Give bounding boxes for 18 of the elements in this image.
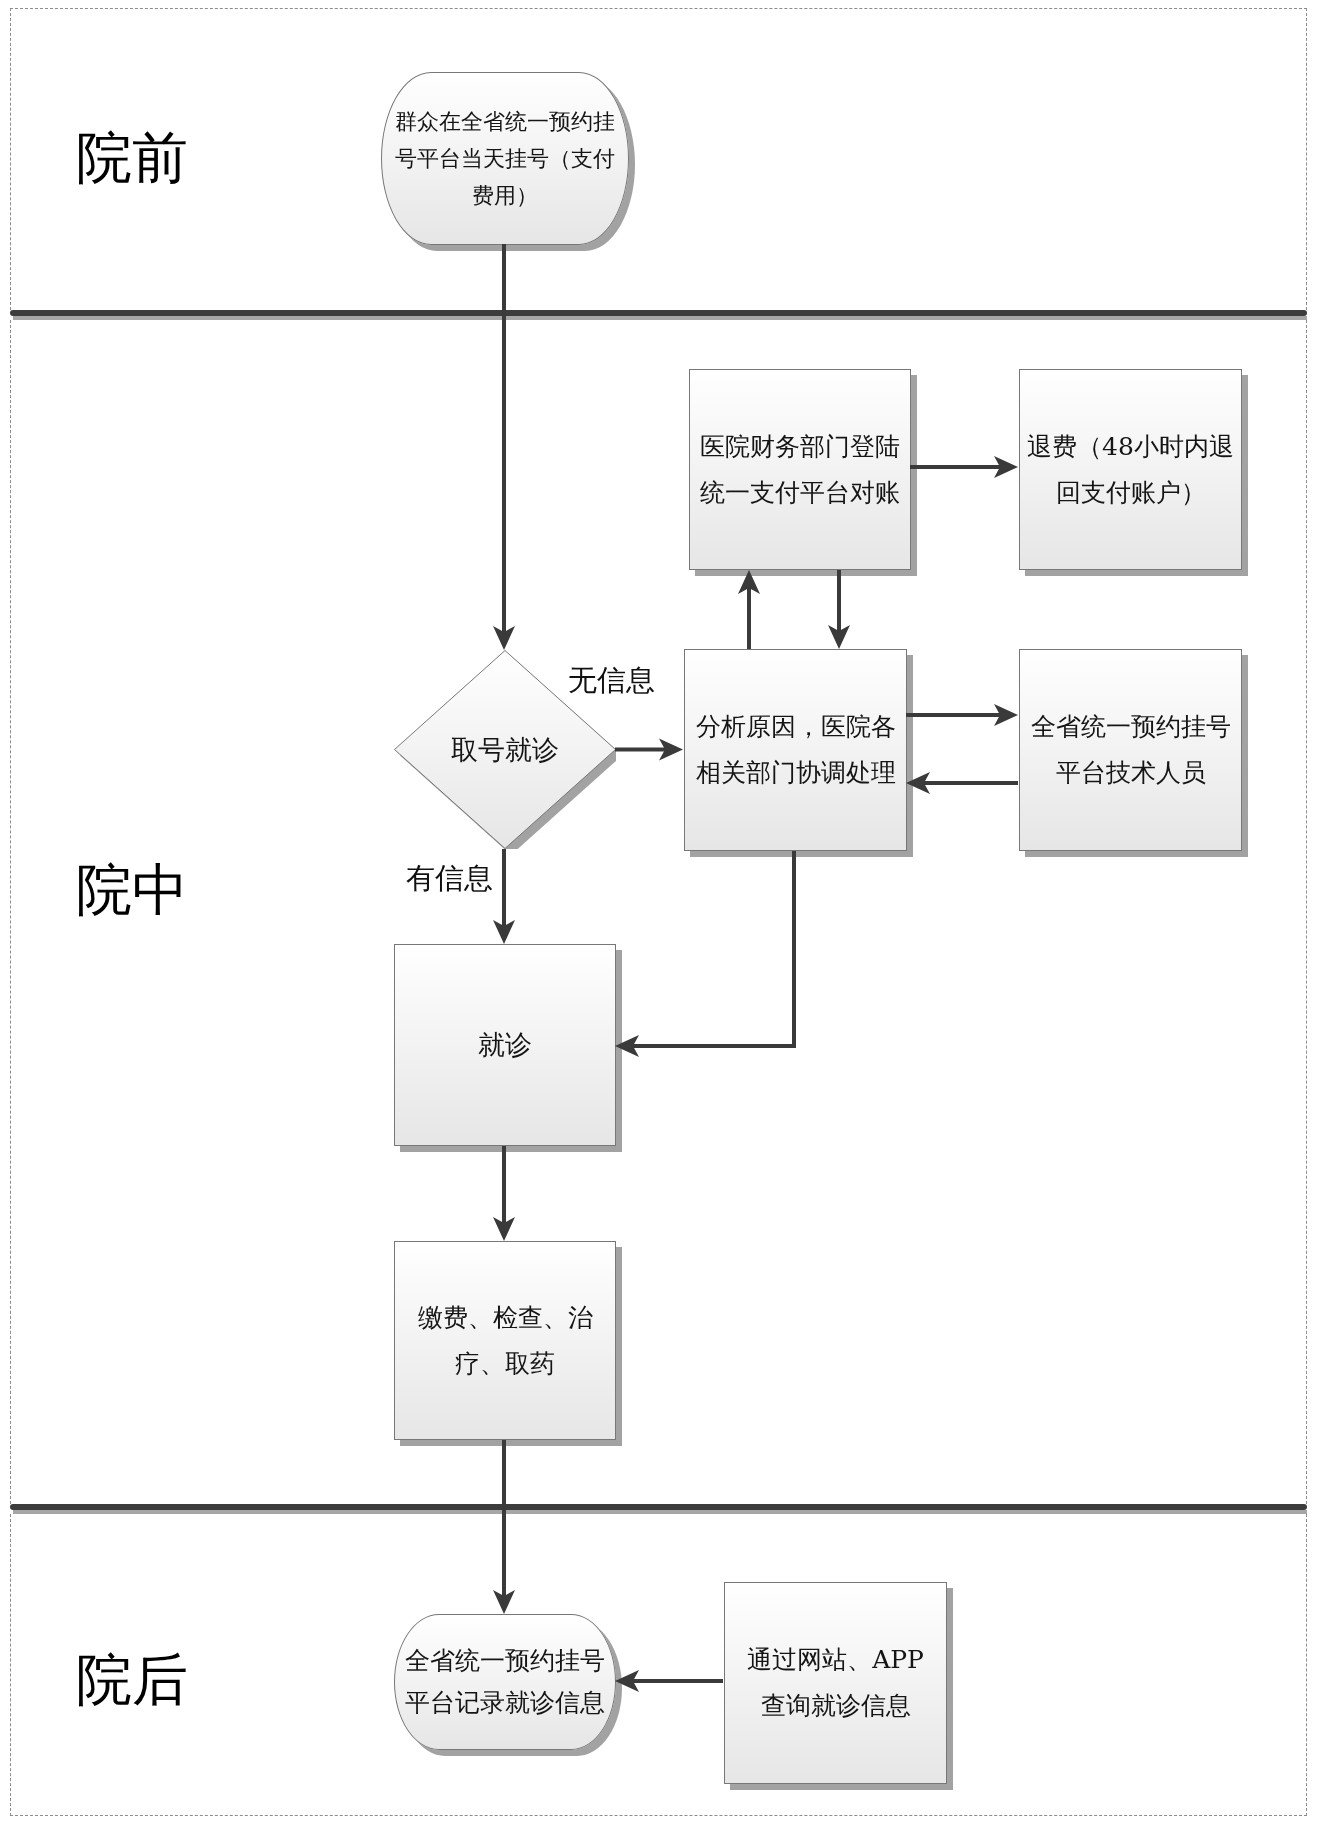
arrow — [493, 849, 515, 944]
lane-label: 院中 — [76, 856, 188, 924]
arrow — [828, 570, 850, 649]
arrow — [738, 570, 760, 649]
arrow — [615, 1670, 723, 1692]
arrow — [910, 456, 1018, 478]
lane-label: 院后 — [76, 1646, 188, 1714]
arrow — [906, 704, 1018, 726]
arrow — [493, 1146, 515, 1241]
arrow — [493, 244, 515, 650]
swimlane — [10, 8, 1307, 310]
arrow — [615, 738, 683, 761]
lane-label: 院前 — [76, 124, 188, 192]
swimlane — [10, 1514, 1307, 1816]
arrow — [615, 851, 796, 1057]
arrow — [906, 772, 1018, 794]
swimlane — [10, 320, 1307, 1504]
arrow — [493, 1440, 515, 1614]
